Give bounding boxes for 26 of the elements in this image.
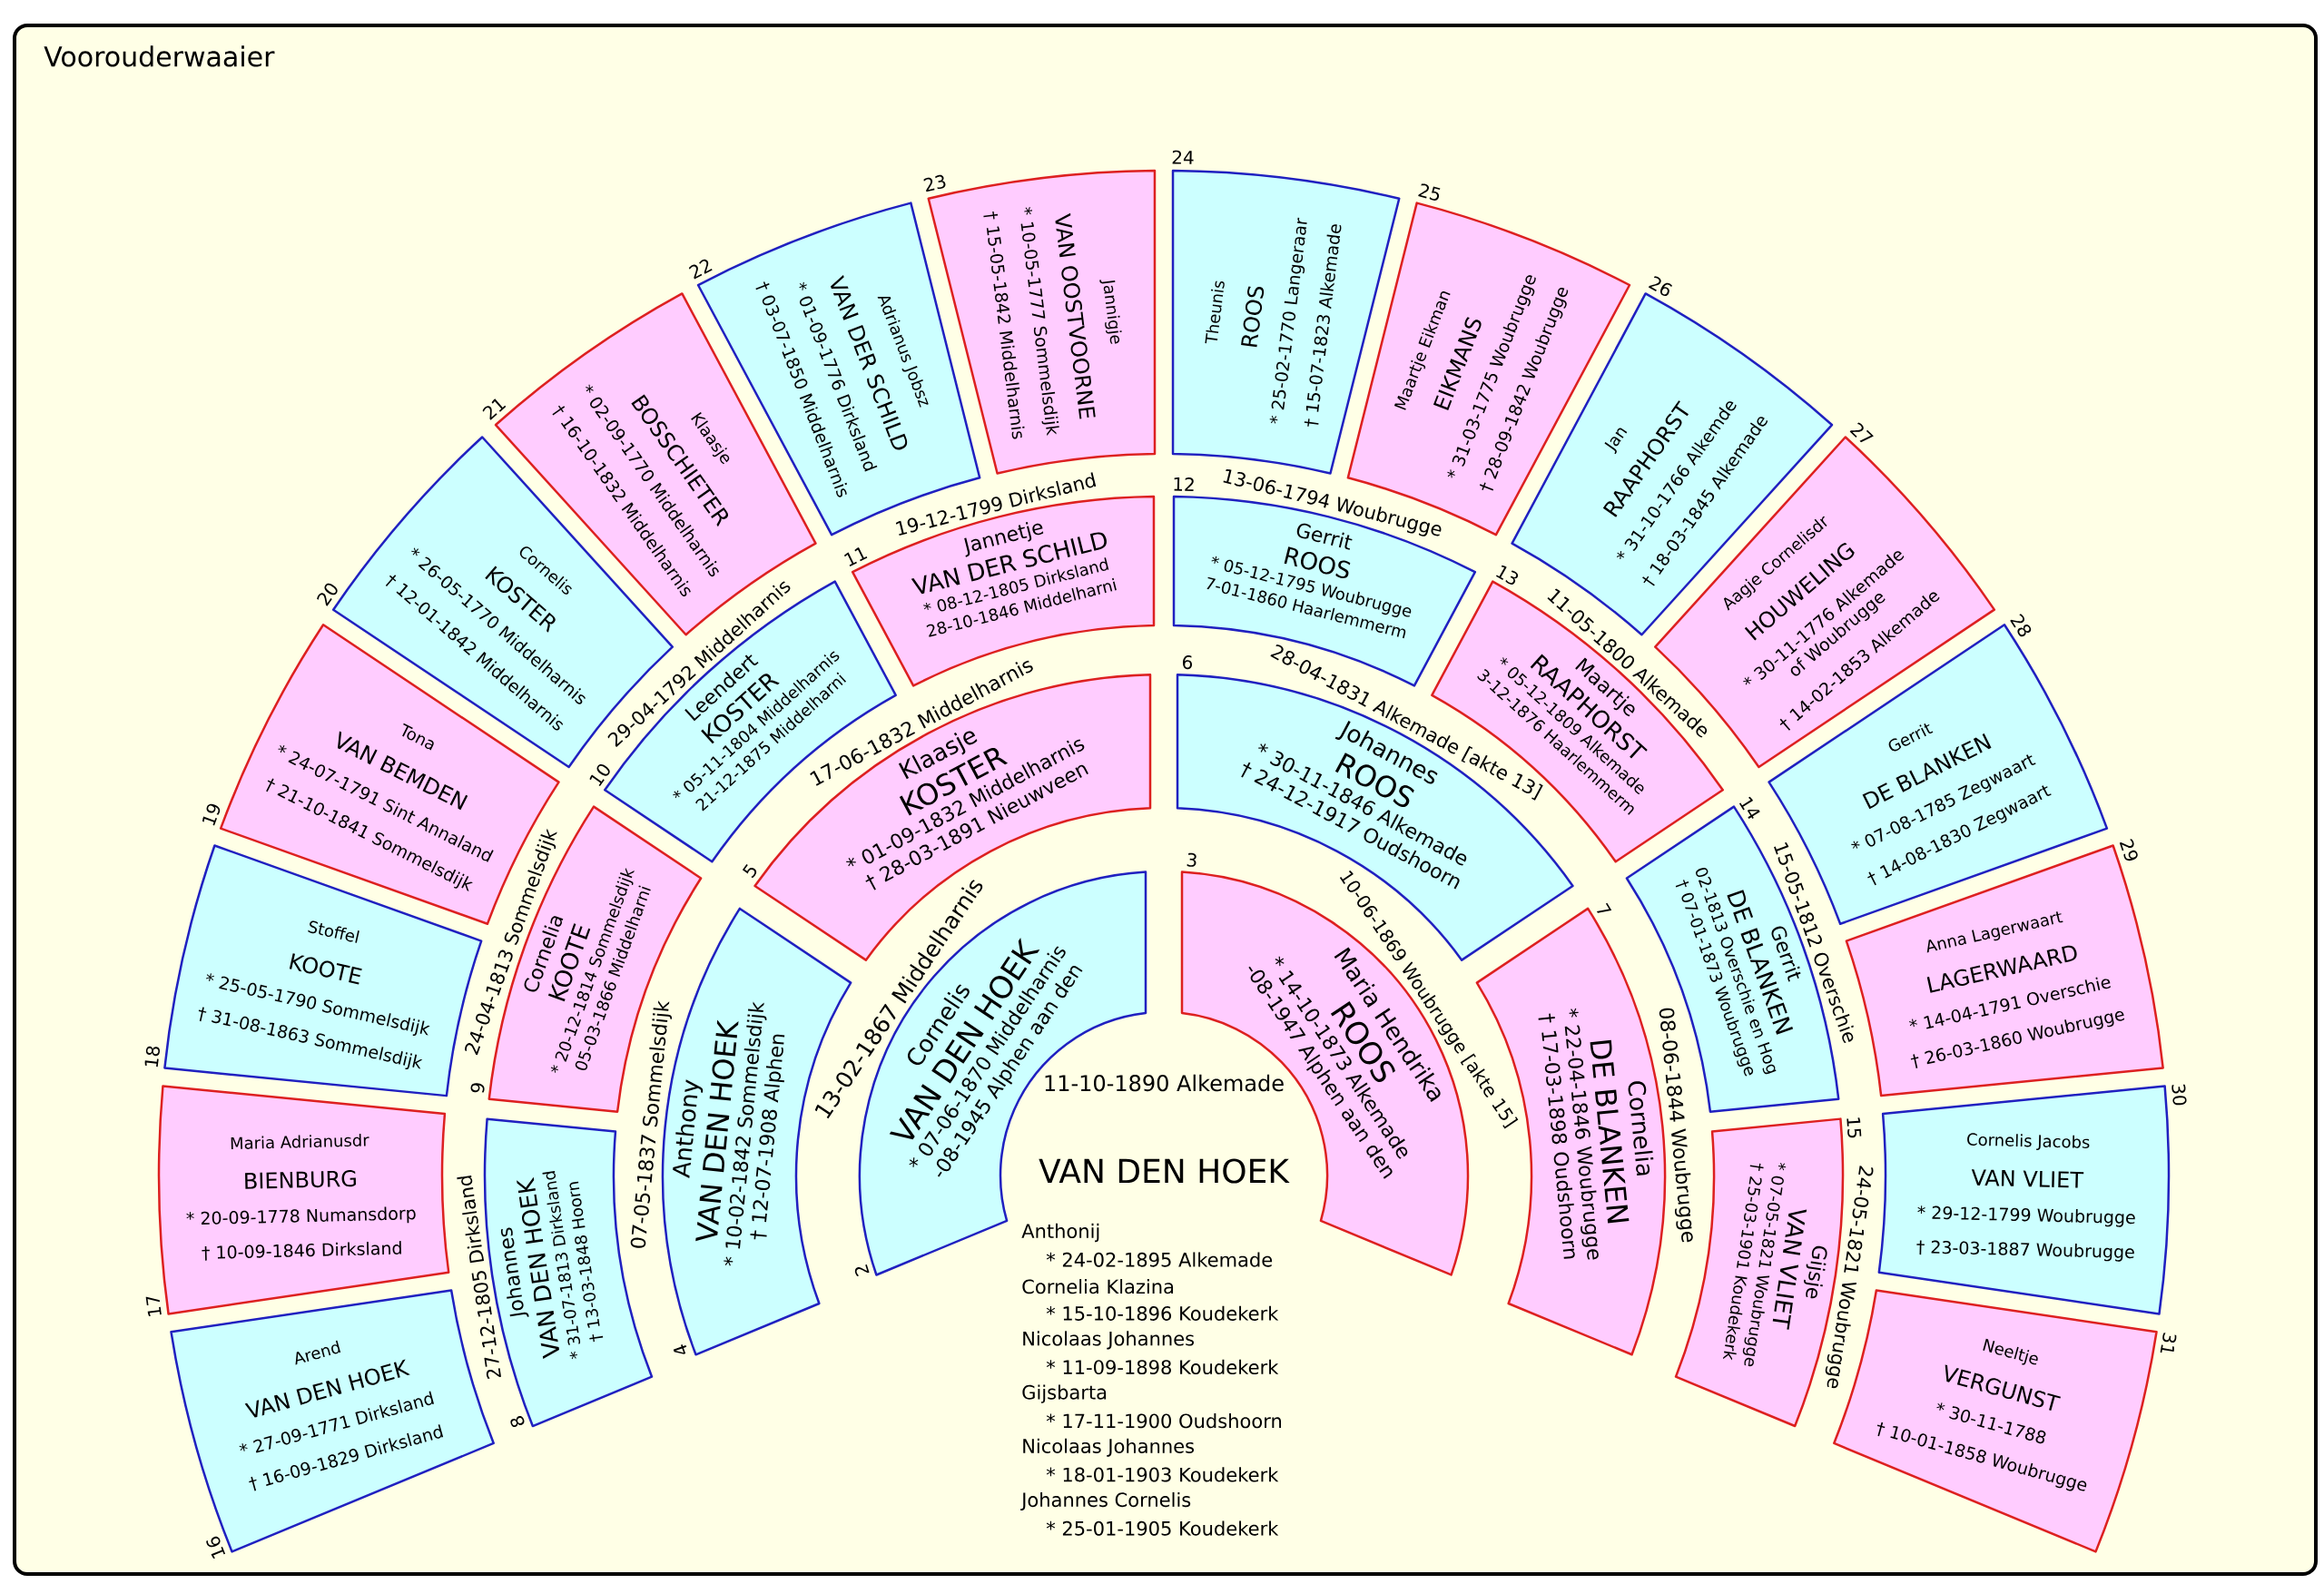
child-name: Nicolaas Johannes xyxy=(1023,1331,1195,1350)
box-number: 18 xyxy=(144,1046,160,1067)
child-name: Anthonij xyxy=(1021,1223,1099,1243)
box-number: 19 xyxy=(202,803,221,826)
child-name: Gijsbarta xyxy=(1022,1384,1107,1403)
box-number: 31 xyxy=(2160,1333,2177,1353)
box-number: 8 xyxy=(510,1416,525,1428)
box-number: 12 xyxy=(1174,477,1194,492)
box-number: 3 xyxy=(1187,852,1196,867)
person-box: Cornelis Jacobs VAN VLIET * 29-12-1799 Woubrugge † 23-03-1887 Woubrugge xyxy=(1877,1085,2171,1315)
box-number: 15 xyxy=(1846,1117,1862,1138)
child-name: Johannes Cornelis xyxy=(1020,1491,1191,1511)
birth-date: * 17-11-1900 Oudshoorn xyxy=(1046,1413,1281,1429)
child-name: Nicolaas Johannes xyxy=(1023,1438,1195,1457)
birth-date: * 18-01-1903 Koudekerk xyxy=(1046,1467,1279,1482)
box-number: 30 xyxy=(2171,1084,2187,1106)
box-number: 24 xyxy=(1172,150,1194,164)
child-name: Cornelia Klazina xyxy=(1022,1279,1174,1294)
birth-date: * 11-09-1898 Koudekerk xyxy=(1046,1359,1279,1375)
chart-title: Voorouderwaaier xyxy=(44,45,275,67)
birth-date: * 15-10-1896 Koudekerk xyxy=(1046,1305,1279,1321)
box-number: 9 xyxy=(470,1083,485,1093)
box-number: 4 xyxy=(673,1344,687,1354)
birth-date: * 25-01-1905 Koudekerk xyxy=(1046,1520,1279,1536)
box-number: 25 xyxy=(1418,183,1441,201)
box-number: 6 xyxy=(1183,655,1192,670)
